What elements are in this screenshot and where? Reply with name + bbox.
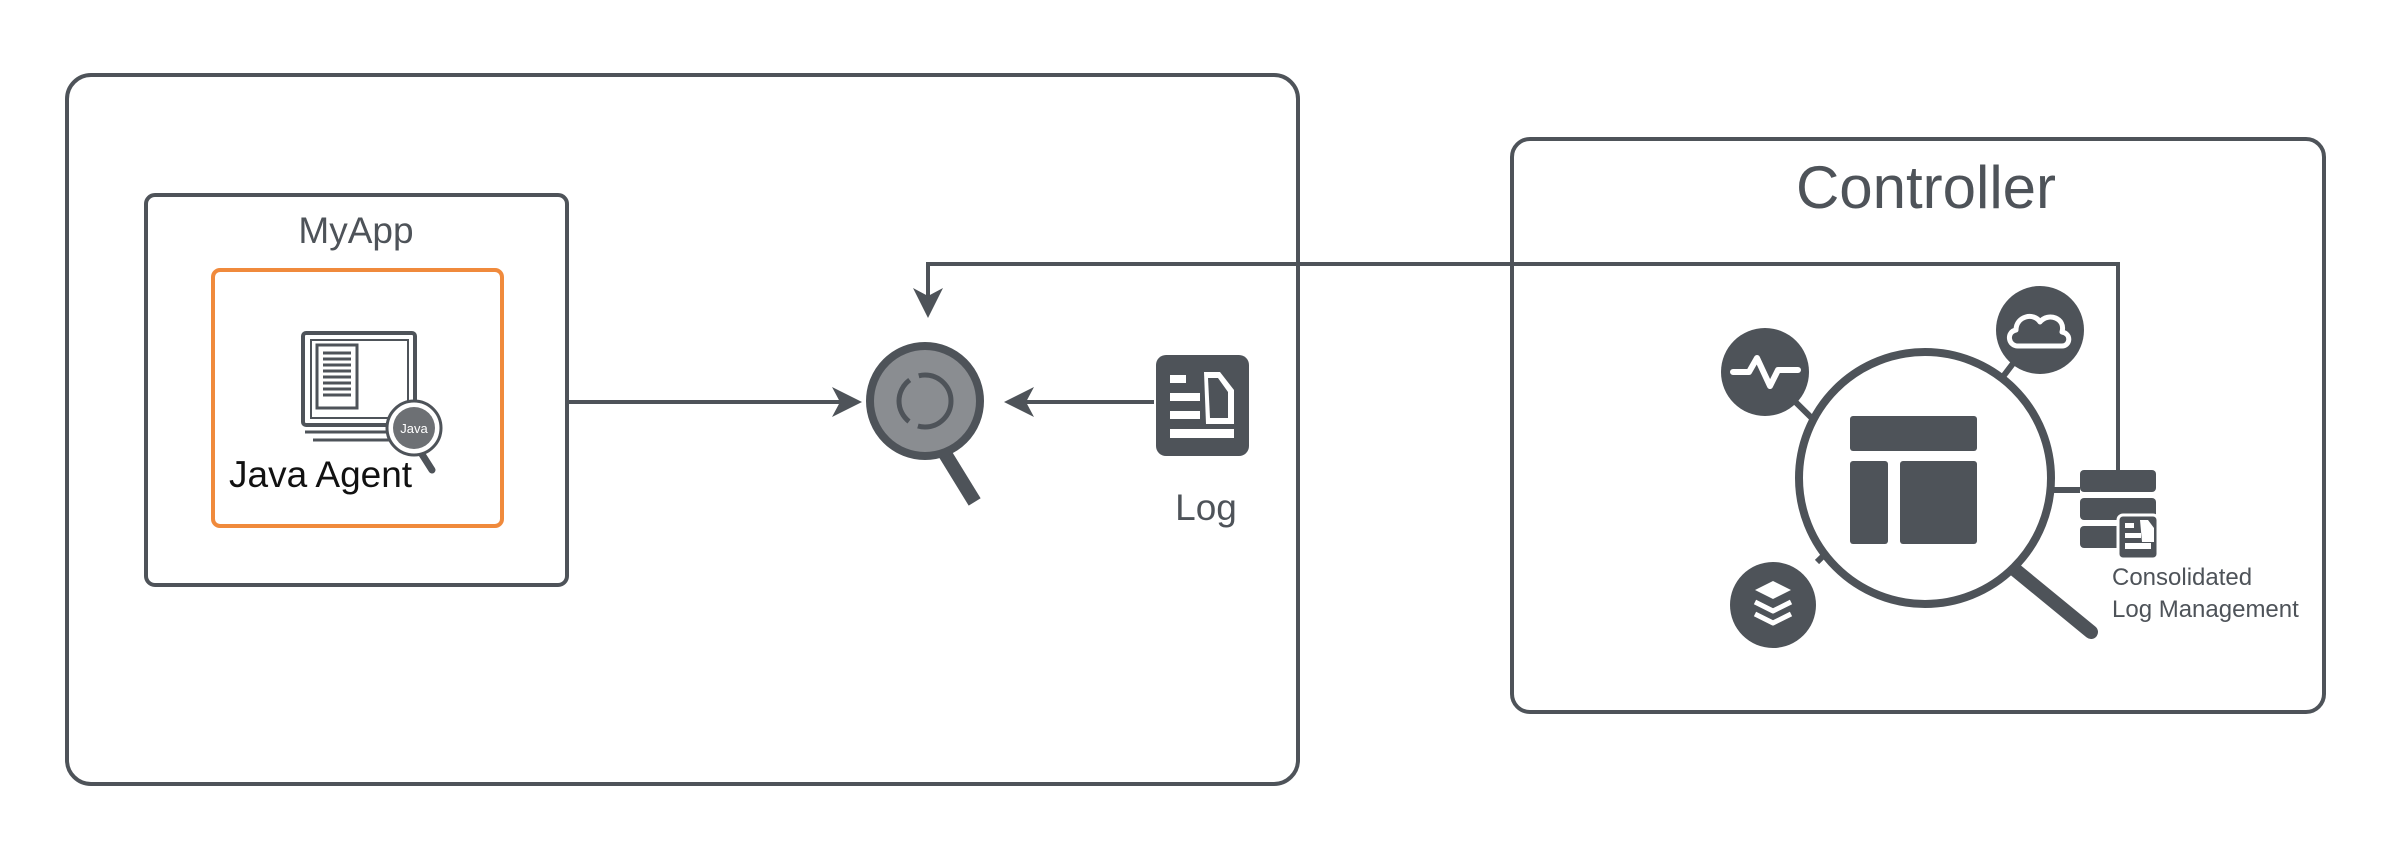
host-container	[65, 73, 1300, 786]
cloud-icon	[1996, 286, 2084, 374]
log-label: Log	[1175, 487, 1237, 528]
java-agent-box	[211, 268, 504, 528]
java-agent-label: Java Agent	[229, 454, 413, 495]
myapp-box	[144, 193, 569, 587]
java-agent-server-icon	[301, 331, 417, 442]
consolidated-label-line2: Log Management	[2112, 596, 2299, 623]
java-badge-label: Java	[400, 421, 428, 436]
myapp-label: MyApp	[298, 210, 413, 251]
database-icon	[1730, 562, 1816, 648]
log-file-icon	[1156, 355, 1249, 456]
analytics-agent-icon	[866, 342, 984, 506]
controller-box	[1510, 137, 2326, 714]
arrow-controller-to-analytics	[913, 262, 2120, 470]
consolidated-label-line1: Consolidated	[2112, 564, 2252, 591]
consolidated-log-icon	[2080, 470, 2160, 561]
controller-analytics-icon	[1762, 326, 2098, 639]
java-magnifier-icon: Java	[385, 399, 443, 474]
activity-pulse-icon	[1721, 328, 1809, 416]
controller-label: Controller	[1796, 154, 2056, 221]
